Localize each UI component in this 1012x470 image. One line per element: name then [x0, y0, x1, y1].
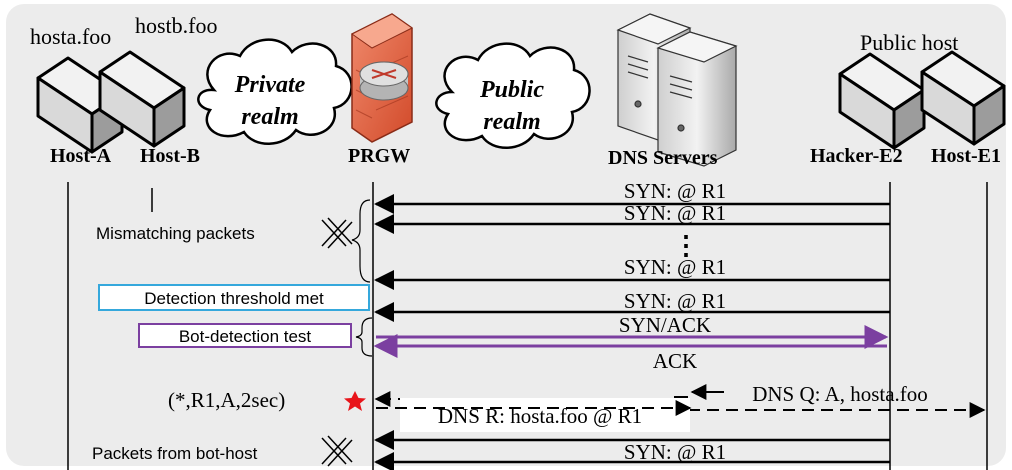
dns-servers-label: DNS Servers	[608, 147, 718, 169]
host-e1-icon	[920, 50, 1006, 146]
dns-servers-icon	[616, 13, 738, 167]
host-a-label: Host-A	[50, 145, 112, 167]
star-icon	[344, 391, 366, 411]
public-realm-cloud: Public realm	[435, 42, 591, 149]
tuple-label: (*,R1,A,2sec)	[168, 388, 285, 412]
hosta-domain-label: hosta.foo	[30, 24, 111, 49]
host-b-icon	[98, 50, 186, 148]
public-realm-line1: Public	[479, 77, 544, 103]
hacker-e2-label: Hacker-E2	[810, 145, 903, 167]
private-realm-line2: realm	[241, 104, 298, 130]
bot-packets-cross-icon	[321, 435, 353, 467]
bot-test-box	[138, 323, 352, 348]
public-host-label: Public host	[860, 30, 958, 55]
hostb-domain-label: hostb.foo	[135, 13, 218, 38]
private-realm-line1: Private	[234, 72, 306, 98]
ack-label: ACK	[653, 349, 697, 373]
host-e1-label: Host-E1	[931, 145, 1001, 167]
bot-test-brace	[355, 317, 373, 357]
host-b-label: Host-B	[140, 145, 200, 167]
public-realm-line2: realm	[483, 109, 540, 135]
prgw-router-icon	[351, 13, 413, 143]
syn-label-4: SYN: @ R1	[624, 289, 726, 313]
mismatch-brace	[351, 199, 371, 283]
mismatch-cross-icon	[321, 217, 353, 249]
dns-query-label: DNS Q: A, hosta.foo	[752, 382, 928, 406]
bot-test-label: Bot-detection test	[179, 327, 312, 346]
syn-label-5: SYN: @ R1	[624, 440, 726, 464]
detection-threshold-box	[98, 284, 370, 311]
detection-threshold-label: Detection threshold met	[144, 289, 324, 308]
synack-label: SYN/ACK	[619, 313, 711, 337]
mismatching-packets-label: Mismatching packets	[96, 224, 255, 243]
dns-response-label-bg	[400, 398, 690, 432]
syn-label-1: SYN: @ R1	[624, 179, 726, 203]
private-realm-cloud: Private realm	[197, 38, 353, 145]
dns-response-label: DNS R: hosta.foo @ R1	[438, 404, 642, 428]
syn-label-2: SYN: @ R1	[624, 201, 726, 225]
packets-bot-host-label: Packets from bot-host	[92, 444, 258, 463]
ellipsis-dots: ⋮	[673, 231, 699, 260]
hacker-e2-icon	[838, 52, 926, 150]
prgw-label: PRGW	[348, 145, 410, 167]
syn-label-3: SYN: @ R1	[624, 255, 726, 279]
